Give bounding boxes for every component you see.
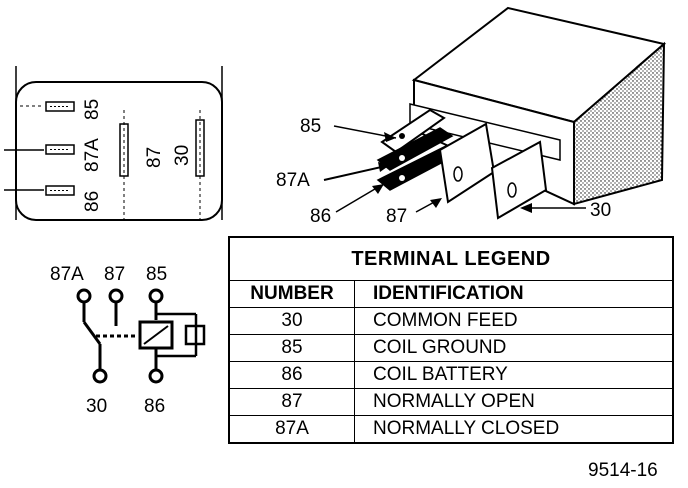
relay-terminal-85	[380, 108, 446, 154]
schematic-label-30: 30	[86, 396, 107, 417]
coil-resistor	[184, 324, 206, 346]
legend-header-identification: IDENTIFICATION	[354, 280, 674, 308]
schematic-node-87	[108, 288, 124, 304]
switch-contact	[82, 321, 102, 345]
legend-number: 30	[228, 307, 355, 335]
callout-87a: 87A	[276, 170, 310, 191]
legend-header-number: NUMBER	[228, 280, 355, 308]
schematic-label-86: 86	[144, 396, 165, 417]
legend-title: TERMINAL LEGEND	[228, 236, 674, 281]
socket-terminal-87	[119, 110, 129, 222]
legend-identification: COIL BATTERY	[354, 361, 674, 389]
legend-number: 86	[228, 361, 355, 389]
socket-terminal-30	[195, 110, 205, 222]
schematic-label-85: 85	[146, 264, 167, 285]
legend-row: 87 NORMALLY OPEN	[228, 388, 674, 416]
socket-label-86: 86	[82, 191, 103, 212]
schematic-node-87a	[76, 288, 92, 304]
legend-identification: NORMALLY OPEN	[354, 388, 674, 416]
socket-terminal-87a	[45, 144, 75, 155]
legend-row: 85 COIL GROUND	[228, 334, 674, 362]
schematic-label-87a: 87A	[50, 264, 84, 285]
socket-terminal-86	[45, 185, 75, 196]
callout-30: 30	[590, 200, 611, 221]
legend-row: 86 COIL BATTERY	[228, 361, 674, 389]
schematic-node-86	[148, 368, 164, 384]
legend-identification: NORMALLY CLOSED	[354, 415, 674, 444]
socket-label-87: 87	[144, 147, 165, 168]
legend-number: 87A	[228, 415, 355, 444]
schematic-node-30	[92, 368, 108, 384]
legend-number: 85	[228, 334, 355, 362]
socket-label-87a: 87A	[82, 138, 103, 172]
legend-row: 87A NORMALLY CLOSED	[228, 415, 674, 444]
legend-identification: COIL GROUND	[354, 334, 674, 362]
legend-identification: COMMON FEED	[354, 307, 674, 335]
socket-label-85: 85	[82, 99, 103, 120]
callout-85: 85	[300, 116, 321, 137]
callout-87: 87	[386, 206, 407, 227]
relay-terminal-30	[490, 140, 548, 220]
socket-terminal-85	[45, 101, 75, 112]
callout-86: 86	[310, 206, 331, 227]
terminal-legend-table: TERMINAL LEGEND NUMBER IDENTIFICATION 30…	[228, 236, 674, 444]
legend-number: 87	[228, 388, 355, 416]
legend-row: 30 COMMON FEED	[228, 307, 674, 335]
schematic-label-87: 87	[104, 264, 125, 285]
schematic-node-85	[148, 288, 164, 304]
socket-label-30: 30	[172, 145, 193, 166]
figure-id: 9514-16	[588, 460, 658, 481]
